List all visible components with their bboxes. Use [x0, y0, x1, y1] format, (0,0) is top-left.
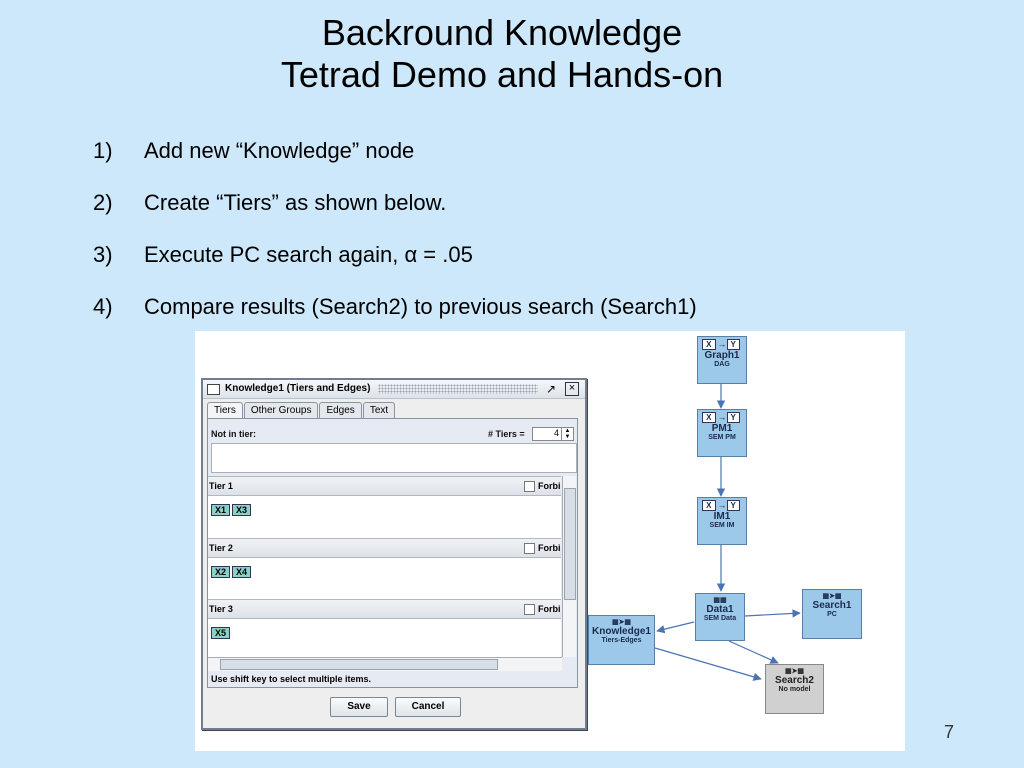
var-chip-x5[interactable]: X5 [211, 627, 231, 639]
tier-2-forbid-label: Forbi [538, 543, 561, 553]
vertical-scrollbar[interactable] [562, 476, 576, 657]
slide-title-line1: Backround Knowledge [321, 12, 683, 53]
bullet-item: 2) Create “Tiers” as shown below. [93, 190, 697, 242]
tab-edges[interactable]: Edges [319, 402, 362, 418]
stepper-arrows-icon[interactable]: ▲▼ [561, 428, 573, 440]
tier-1-header: Tier 1 Forbi [208, 476, 561, 496]
node-type: SEM PM [708, 434, 736, 441]
tab-tiers[interactable]: Tiers [207, 402, 243, 418]
bullet-item: 1) Add new “Knowledge” node [93, 138, 697, 190]
bullet-number: 4) [93, 294, 113, 319]
node-im1[interactable]: X→Y IM1 SEM IM [697, 497, 747, 545]
cancel-button[interactable]: Cancel [395, 697, 461, 717]
num-tiers-value: 4 [553, 428, 559, 438]
bullet-list: 1) Add new “Knowledge” node 2) Create “Tie… [93, 138, 697, 346]
knowledge-icon: ▦➤▦ [611, 619, 632, 626]
data-table-icon: ▦▦ [713, 597, 727, 604]
dialog-titlebar[interactable]: Knowledge1 (Tiers and Edges) ↗ × [203, 380, 585, 399]
bullet-text: Add new “Knowledge” node [144, 138, 415, 163]
node-name: Graph1 [704, 350, 740, 361]
tier-2-label: Tier 2 [209, 543, 233, 553]
slide-number: 7 [944, 722, 955, 742]
bullet-text: Compare results (Search2) to previous se… [144, 294, 697, 319]
bullet-number: 1) [93, 138, 113, 163]
tab-text[interactable]: Text [362, 402, 396, 418]
tab-other-groups[interactable]: Other Groups [243, 402, 319, 418]
node-type: SEM IM [709, 522, 735, 529]
node-name: IM1 [713, 511, 731, 522]
close-icon[interactable]: × [565, 382, 579, 396]
node-search2[interactable]: ▦➤▦ Search2 No model [765, 664, 824, 714]
tier-1-label: Tier 1 [209, 481, 233, 491]
node-graph1[interactable]: X→Y Graph1 DAG [697, 336, 747, 384]
bullet-text: Execute PC search again, α = .05 [144, 242, 473, 267]
node-type: DAG [714, 361, 730, 368]
tetrad-screenshot: Knowledge1 (Tiers and Edges) ↗ × Tiers O… [195, 331, 905, 751]
xy-icon: X→Y [698, 500, 746, 511]
edge-data1-knowledge1 [656, 621, 695, 634]
xy-icon: X→Y [698, 412, 746, 423]
var-chip-x2[interactable]: X2 [211, 566, 231, 578]
tier-3-forbid-label: Forbi [538, 604, 561, 614]
search-algorithm-icon: ▦➤▦ [784, 668, 805, 675]
node-type: Tiers-Edges [601, 637, 642, 644]
var-chip-x1[interactable]: X1 [211, 504, 231, 516]
node-search1[interactable]: ▦➤▦ Search1 PC [802, 589, 862, 639]
node-data1[interactable]: ▦▦ Data1 SEM Data [695, 593, 745, 641]
tier-3-list[interactable]: X5 [208, 619, 561, 657]
knowledge-dialog: Knowledge1 (Tiers and Edges) ↗ × Tiers O… [201, 378, 587, 730]
var-chip-x4[interactable]: X4 [232, 566, 252, 578]
horizontal-scrollbar[interactable] [208, 657, 562, 671]
titlebar-grip [378, 384, 538, 394]
tier-3-label: Tier 3 [209, 604, 233, 614]
tier-2-forbid-checkbox[interactable] [524, 543, 535, 554]
tab-bar: Tiers Other Groups Edges Text [207, 402, 396, 418]
tier-1-forbid-label: Forbi [538, 481, 561, 491]
slide-title-line2: Tetrad Demo and Hands-on [280, 54, 724, 95]
node-name: Knowledge1 [592, 626, 651, 637]
tiers-panel: Not in tier: # Tiers = 4▲▼ Tier 1 Forbi … [207, 418, 578, 688]
node-name: PM1 [711, 423, 733, 434]
tier-3-forbid-checkbox[interactable] [524, 604, 535, 615]
edge-data1-search1 [744, 609, 801, 618]
not-in-tier-label: Not in tier: [211, 429, 256, 439]
bullet-number: 2) [93, 190, 113, 215]
slide-title: Backround Knowledge Tetrad Demo and Hand… [0, 12, 1004, 96]
node-knowledge1[interactable]: ▦➤▦ Knowledge1 Tiers-Edges [588, 615, 655, 665]
window-icon [207, 384, 220, 395]
bullet-number: 3) [93, 242, 113, 267]
node-pm1[interactable]: X→Y PM1 SEM PM [697, 409, 747, 457]
scroll-thumb[interactable] [564, 488, 576, 600]
edge-data1-search2 [728, 640, 779, 664]
node-name: Search1 [812, 600, 852, 611]
var-chip-x3[interactable]: X3 [232, 504, 252, 516]
num-tiers-label: # Tiers = [488, 429, 525, 439]
node-type: SEM Data [703, 615, 737, 622]
tier-1-forbid-checkbox[interactable] [524, 481, 535, 492]
search-algorithm-icon: ▦➤▦ [822, 593, 842, 600]
node-type: PC [827, 611, 837, 618]
bullet-item: 3) Execute PC search again, α = .05 [93, 242, 697, 294]
bullet-item: 4) Compare results (Search2) to previous … [93, 294, 697, 346]
selection-hint: Use shift key to select multiple items. [211, 674, 372, 684]
num-tiers-stepper[interactable]: 4▲▼ [532, 427, 574, 441]
not-in-tier-list[interactable] [211, 443, 577, 473]
tier-2-header: Tier 2 Forbi [208, 538, 561, 558]
dialog-title: Knowledge1 (Tiers and Edges) [225, 383, 371, 394]
maximize-icon[interactable]: ↗ [546, 382, 557, 396]
bullet-text: Create “Tiers” as shown below. [144, 190, 447, 215]
scroll-thumb[interactable] [220, 659, 498, 670]
node-name: Search2 [775, 675, 814, 686]
xy-icon: X→Y [698, 339, 746, 350]
graph-edges [654, 383, 801, 681]
edge-knowledge1-search2 [654, 647, 762, 681]
tier-3-header: Tier 3 Forbi [208, 599, 561, 619]
node-type: No model [778, 686, 811, 693]
node-name: Data1 [706, 604, 734, 615]
save-button[interactable]: Save [330, 697, 388, 717]
